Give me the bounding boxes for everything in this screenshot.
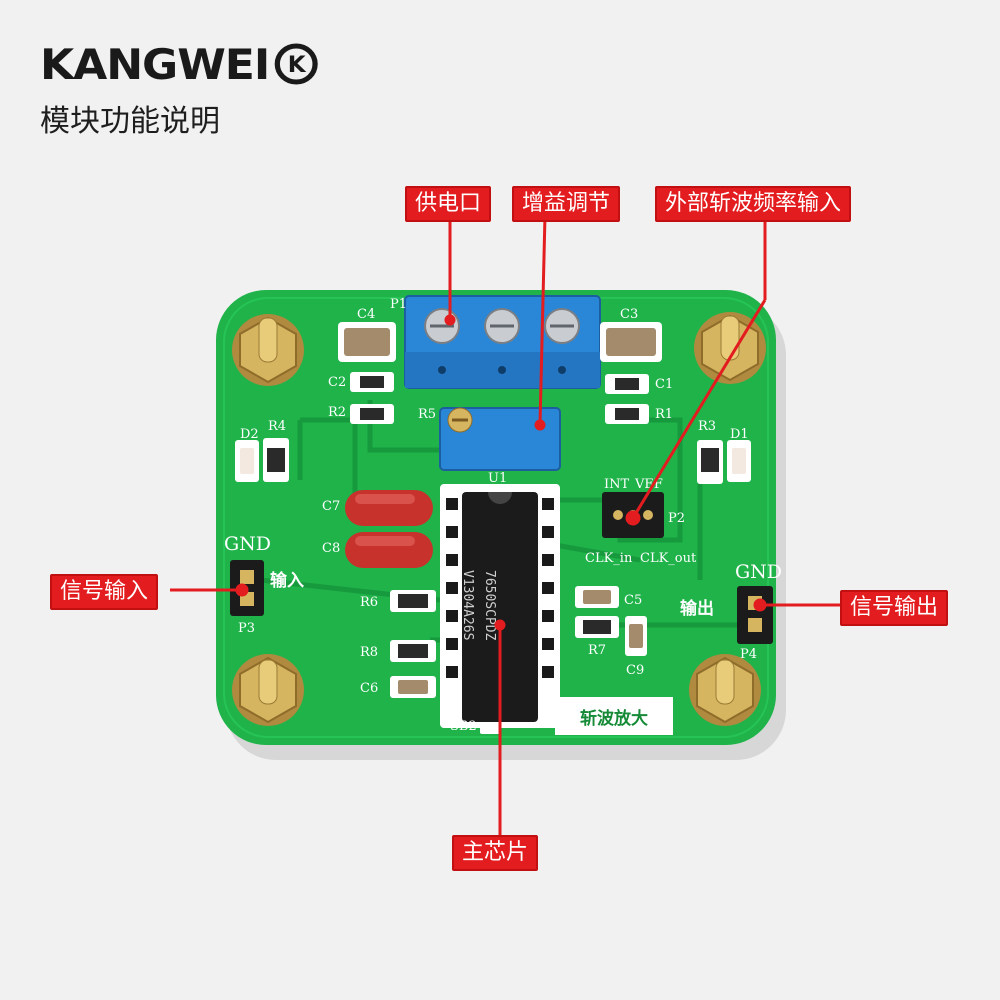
silk-c4: C4 <box>357 307 375 322</box>
silk-gnd-left: GND <box>224 533 271 555</box>
silk-r5: R5 <box>418 407 436 422</box>
silk-r3: R3 <box>698 419 716 434</box>
capacitor-c8 <box>345 532 433 568</box>
silk-r4: R4 <box>268 419 286 434</box>
silk-gnd-right: GND <box>735 561 782 583</box>
cap-bodies <box>398 590 643 694</box>
capacitor-c3 <box>600 322 662 362</box>
svg-text:K: K <box>288 52 307 77</box>
standoff-top-left <box>232 314 304 386</box>
standoff-bottom-left <box>232 654 304 726</box>
subtitle: 模块功能说明 <box>40 104 220 139</box>
silk-output: 输出 <box>680 598 714 619</box>
brand-logo: KANGWEI K <box>40 36 320 92</box>
silk-u1: U1 <box>488 471 507 486</box>
silk-c2: C2 <box>328 375 346 390</box>
silk-input: 输入 <box>270 570 304 591</box>
brand-mark-icon: K <box>275 43 319 85</box>
silk-c9: C9 <box>626 663 644 678</box>
silk-r2: R2 <box>328 405 346 420</box>
callout-main-chip: 主芯片 <box>452 835 539 871</box>
silk-c5: C5 <box>624 593 642 608</box>
silk-sb2: SB2 <box>450 719 477 734</box>
silk-clk-in: CLK_in <box>585 551 633 566</box>
board-title-box <box>555 697 673 735</box>
capacitor-c7 <box>345 490 433 526</box>
callout-signal-in: 信号输入 <box>50 574 159 610</box>
silkscreen-labels: C4 P1 C3 C2 C1 R2 R1 R5 R4 D2 R3 D1 U1 C… <box>224 297 782 734</box>
chip-marking-1: 7650SCPDZ <box>482 570 497 641</box>
standoff-top-right <box>694 312 766 384</box>
main-chip: 7650SCPDZ V1304A26S <box>460 492 538 722</box>
silk-c7: C7 <box>322 499 340 514</box>
callout-clk-input: 外部斩波频率输入 <box>655 186 852 222</box>
silk-c3: C3 <box>620 307 638 322</box>
silk-p3: P3 <box>238 621 255 636</box>
silk-r7: R7 <box>588 643 606 658</box>
callout-signal-out: 信号输出 <box>840 590 949 626</box>
potentiometer-r5 <box>439 407 561 471</box>
silk-c8: C8 <box>322 541 340 556</box>
board-title: 斩波放大 <box>580 708 648 729</box>
capacitor-c4 <box>338 322 396 362</box>
silk-r8: R8 <box>360 645 378 660</box>
silk-int: INT <box>604 477 630 492</box>
smd-bodies <box>267 376 719 658</box>
callout-lines <box>170 214 840 835</box>
silk-c1: C1 <box>655 377 673 392</box>
brand-name: KANGWEI <box>40 39 270 89</box>
led-bodies <box>240 448 746 474</box>
terminal-block <box>404 295 601 389</box>
silk-r1: R1 <box>655 407 673 422</box>
silk-d2: D2 <box>240 427 259 442</box>
standoff-bottom-right <box>689 654 761 726</box>
silk-clk-out: CLK_out <box>640 551 697 566</box>
callout-power: 供电口 <box>405 186 492 222</box>
silk-c6: C6 <box>360 681 378 696</box>
silk-p2: P2 <box>668 511 685 526</box>
header-p4 <box>737 586 773 644</box>
silk-r6: R6 <box>360 595 378 610</box>
chip-marking-2: V1304A26S <box>460 570 475 640</box>
silk-p4: P4 <box>740 647 757 662</box>
callout-gain: 增益调节 <box>512 186 621 222</box>
silk-p1: P1 <box>390 297 407 312</box>
silk-d1: D1 <box>730 427 749 442</box>
